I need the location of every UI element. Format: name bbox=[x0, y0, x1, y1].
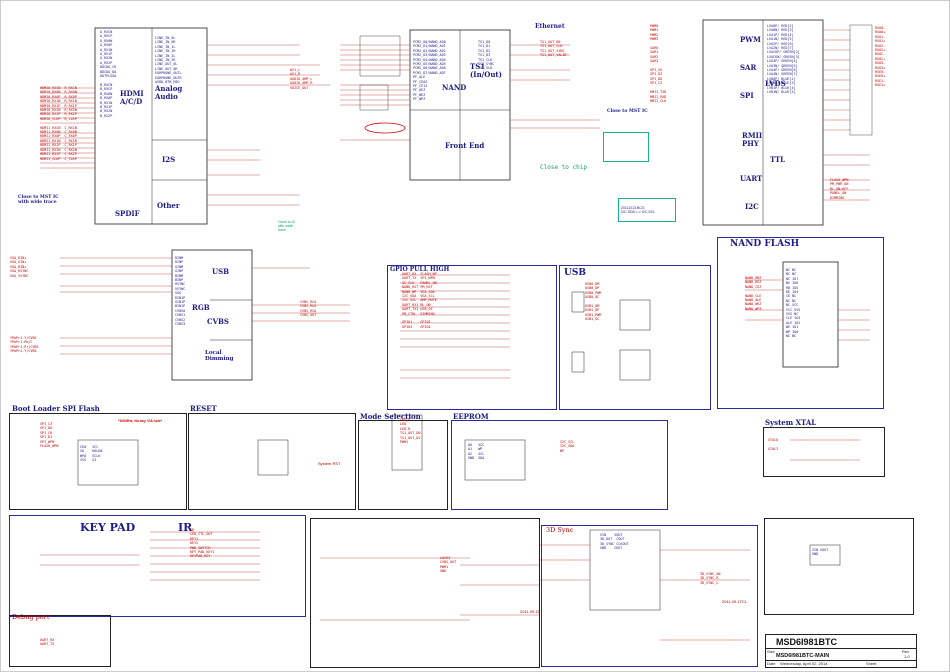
nand-label: NAND bbox=[442, 83, 467, 92]
spi-flash-pins: CE# VCC SO HOLD# WP# SCLK VSS SI bbox=[80, 445, 103, 463]
local-dimming-label: Local Dimming bbox=[205, 350, 234, 362]
usb-nets: USB0_DM USB0_DP USB0_PWR USB0_OC USB1_DM… bbox=[585, 282, 602, 322]
nand-flash-label: NAND FLASH bbox=[730, 239, 800, 249]
boot-loader-box bbox=[9, 413, 187, 510]
three-d-pins: VIN VOUT 3D_OUT COUT 3D_SYNC CLKOUT GND … bbox=[600, 533, 629, 551]
eeprom-pins: A0 VCC A1 WP A2 SCL GND SDA bbox=[468, 443, 485, 461]
i2s-label: I2S bbox=[162, 155, 176, 164]
spdif-label: SPDIF bbox=[115, 209, 140, 218]
system-xtal-box bbox=[763, 427, 885, 477]
other-label: Other bbox=[157, 201, 180, 210]
rmii-phy-label: RMII PHY bbox=[742, 131, 763, 148]
boot-loader-label: Boot Loader SPI Flash bbox=[12, 404, 100, 413]
uart-nets: FLASH_WPN PM_PWR_ON BL_ON/OFF PANEL_ON D… bbox=[830, 178, 849, 200]
close-to-mst-green bbox=[603, 132, 649, 162]
date-note-2: 2011.09.1TCL bbox=[722, 599, 748, 604]
system-xtal-label: System XTAL bbox=[765, 418, 817, 427]
i2c-note-box bbox=[618, 198, 676, 222]
usb-box bbox=[559, 265, 711, 410]
nand-flash-box bbox=[717, 237, 884, 409]
rev-value: 1.0 bbox=[904, 654, 910, 659]
rgb-pins: RINM RINP GINM GINP BINM BINP HSYNC VSYN… bbox=[175, 256, 186, 327]
three-d-sync-label: 3D Sync bbox=[546, 526, 574, 534]
eeprom-nets: I2C_SCL I2C_SDA WP bbox=[560, 440, 575, 453]
close-to-chip-note: Close to chip bbox=[540, 164, 587, 171]
date-note: 2011.09.15 bbox=[520, 609, 540, 614]
system-rst-note: System RST bbox=[318, 461, 341, 466]
spi-flash-nets: SPI_CZ SPI_DO SPI_CK SPI_DI SPI_WPN FLAS… bbox=[40, 422, 59, 449]
gpio-nets: UART_RX FLASH_WP UART_TX SPI_WPN SC_CLK … bbox=[402, 272, 437, 329]
usb-block-label: USB bbox=[212, 267, 230, 276]
nand-flash-pins: NC NC NC NC NC IO7 NC IO6 RB IO5 RE IO4 … bbox=[786, 268, 801, 339]
pwm-label: PWM bbox=[740, 35, 761, 44]
keypad-nets: IR LED_CTL_OUT KEY1 KEY2 PWR_SWITCH KEY_… bbox=[190, 528, 215, 559]
analog-sync-box bbox=[310, 518, 540, 668]
size-label: Size bbox=[767, 649, 775, 654]
three-d-nets: 3D_SYNC_ON 3D_SYNC_R 3D_SYNC_L bbox=[700, 572, 721, 585]
close-to-mst-note: Close to MST IC with wide trace bbox=[18, 195, 59, 205]
ethernet-nets: TS1_OUT_D0 TS1_OUT_CLK TS1_OUT_SYNC TS1_… bbox=[540, 40, 567, 58]
main-ic-left-pins: A_RXCN A_RXCP A_RX0N A_RX0P A_RX1N A_RX1… bbox=[100, 30, 117, 118]
regulator-pins: VIN VOUT GND bbox=[812, 548, 829, 557]
cvbs-label: CVBS bbox=[207, 317, 229, 326]
ttl-label: TTL bbox=[770, 155, 786, 164]
rgb-label: RGB bbox=[192, 303, 210, 312]
cvbs-out-nets: CVBS_RCA CVBS_RCA CVBS_RCA CVBS_OUT bbox=[300, 300, 317, 318]
lvds-out-nets: RXO0- RXO0+ RXO1- RXO1+ RXO2- RXO2+ RXOC… bbox=[875, 26, 886, 88]
i2c-label: I2C bbox=[745, 202, 759, 211]
ts1-pins: TS1_D0 TS1_D1 TS1_D2 TS1_D3 TS1_CLK TS1_… bbox=[478, 40, 495, 71]
flash-note: *100MHz, No any VIA hole* bbox=[118, 419, 163, 423]
rev-label: Rev bbox=[902, 649, 910, 654]
i2c-note: 20111013.BCG I2C-SDA <-> I2C-SCL bbox=[621, 206, 656, 214]
right-ic-left-nets: PWM0 PWM1 PWM2 PWM3 SAR0 SAR1 SAR2 SAR3 … bbox=[650, 24, 667, 103]
lvds-label: LVDS bbox=[765, 79, 786, 88]
mode-selection-label: Mode Selection bbox=[360, 412, 421, 421]
close-to-mst-note-2: Close to MST IC bbox=[607, 109, 648, 114]
ir-label: IR bbox=[178, 521, 193, 534]
usb-label: USB bbox=[564, 268, 586, 278]
hdmi-label: HDMI A/C/D bbox=[120, 89, 144, 106]
close-to-ic-note: Close to IC with width trace bbox=[278, 220, 296, 232]
xtal-nets: XTALO XTALI bbox=[768, 438, 779, 451]
regulator-box bbox=[764, 518, 914, 615]
mode-selection-box bbox=[358, 420, 448, 510]
ethernet-label: Ethernet bbox=[535, 23, 565, 30]
mode-nets: LED_G LED LED_R TS1_OUT_D0 TS1_OUT_D1 PW… bbox=[400, 418, 421, 445]
eeprom-label: EEPROM bbox=[453, 412, 489, 421]
main-ic-right-pins: LINE_IN_0L LINE_IN_0R LINE_IN_1L LINE_IN… bbox=[155, 36, 182, 85]
ts1-label: TS1 (In/Out) bbox=[470, 62, 502, 79]
sheet-label: Sheet bbox=[866, 661, 877, 666]
vga-nets: VGA_RIN+ VGA_GIN+ VGA_BIN+ VGA_HSYNC VGA… bbox=[10, 256, 29, 278]
reset-box bbox=[188, 413, 356, 510]
front-end-label: Front End bbox=[445, 141, 485, 150]
gpio-pull-high-box bbox=[387, 265, 557, 410]
ypbpr-nets: YPbPr1-Y/CVBS YPbPr1-Pb/C YPbPr1-Pr/CVBS… bbox=[10, 336, 39, 354]
nand-ic-pins: PCM2_D0/NAND_AD0 PCM2_D1/NAND_AD1 PCM2_D… bbox=[413, 40, 446, 102]
nand-flash-nets: NAND_RBZ NAND_REZ NAND_CEZ NAND_CLE NAND… bbox=[745, 276, 762, 311]
date-value: Wednesday, April 02, 2014 bbox=[780, 661, 828, 666]
date-label: Date bbox=[767, 661, 776, 666]
gpio-pull-high-label: GPIO PULL HIGH bbox=[390, 266, 450, 273]
three-d-sync-box bbox=[541, 525, 758, 667]
uart-label: UART bbox=[740, 174, 763, 183]
debug-box bbox=[9, 615, 111, 667]
key-pad-label: KEY PAD bbox=[80, 521, 136, 534]
keypad-box bbox=[9, 515, 306, 617]
analog-audio-label: Analog Audio bbox=[155, 84, 183, 101]
title-block: MSD6I981BTC Size MSD6I981BTC-MAIN Rev 1.… bbox=[765, 634, 917, 668]
eeprom-box bbox=[451, 420, 668, 510]
audio-out-nets: AV1_L AV1_R AUDIO_AMP_L AUDIO_AMP_R VOIC… bbox=[290, 68, 313, 90]
document-number: MSD6I981BTC-MAIN bbox=[776, 653, 830, 659]
sync-nets: LOCK4 CVBS_OUT PWM1 GND bbox=[440, 556, 457, 574]
reset-label: RESET bbox=[190, 404, 217, 413]
lvds-pins: LVA0P/ RED[2] LVA0N/ RED[3] LVA1P/ RED[4… bbox=[767, 24, 800, 95]
debug-port-label: Debug port bbox=[12, 613, 50, 621]
title-block-title: MSD6I981BTC bbox=[776, 637, 838, 647]
debug-nets: UART_RX UART_TX bbox=[40, 638, 55, 647]
spi-label: SPI bbox=[740, 91, 754, 100]
hdmi-pin-table: HDMI0_RXCN R_RXCN HDMI0_RX0N R_RX0N HDMI… bbox=[40, 86, 77, 161]
sar-label: SAR bbox=[740, 63, 757, 72]
